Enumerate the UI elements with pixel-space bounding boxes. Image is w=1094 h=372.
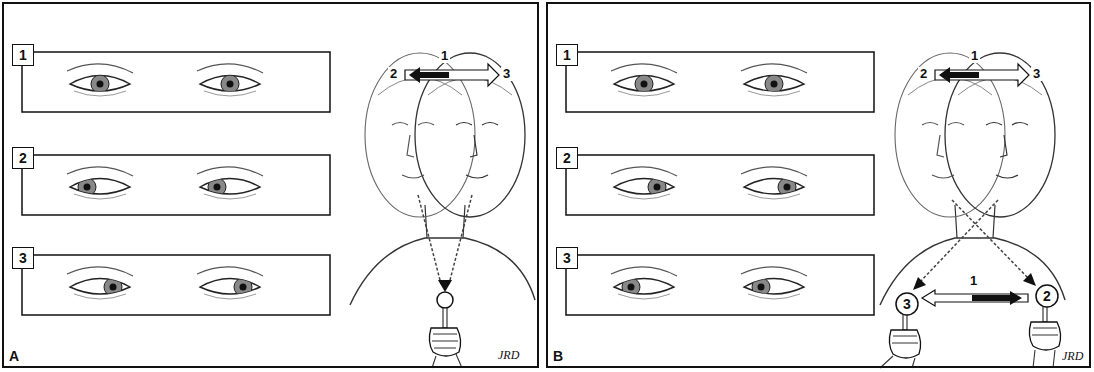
row-number-box: 1	[556, 44, 578, 66]
callout-number: 3	[19, 251, 27, 265]
direction-number: 2	[918, 67, 929, 81]
callout-number: 2	[563, 151, 571, 165]
callout-number: 1	[19, 48, 27, 62]
panel-letter: A	[9, 349, 19, 363]
row-number-box: 1	[12, 44, 34, 66]
callout-number: 1	[563, 48, 571, 62]
direction-number: 1	[969, 49, 980, 63]
callout-number: 2	[19, 151, 27, 165]
mirror-number: 2	[1035, 284, 1059, 308]
row-number-box: 3	[12, 247, 34, 269]
row-number-box: 2	[556, 147, 578, 169]
callout-number: 3	[563, 251, 571, 265]
figure-panel: A 1 2 3	[2, 2, 539, 368]
mirror-outline	[896, 293, 918, 315]
mirrors-b	[880, 200, 1061, 368]
head-a	[350, 53, 535, 305]
mirror-a	[418, 195, 472, 368]
mirror-number: 3	[895, 292, 919, 316]
direction-number: 1	[968, 274, 979, 288]
callout-number: 3	[903, 297, 911, 311]
eye-rows-a	[22, 52, 330, 315]
eye-rows-b	[566, 52, 874, 315]
row-number-box: 2	[12, 147, 34, 169]
figure-panel: B 1 2 3 3 2	[546, 2, 1091, 368]
direction-number: 1	[439, 49, 450, 63]
artist-signature: JRD	[1060, 349, 1085, 364]
artist-signature: JRD	[496, 348, 521, 363]
panel-letter: B	[553, 349, 563, 363]
callout-number: 2	[1043, 289, 1051, 303]
direction-number: 3	[1031, 67, 1042, 81]
head-b	[880, 53, 1065, 305]
direction-number: 2	[388, 67, 399, 81]
mirror-outline	[1036, 285, 1058, 307]
row-number-box: 3	[556, 247, 578, 269]
direction-number: 3	[501, 67, 512, 81]
